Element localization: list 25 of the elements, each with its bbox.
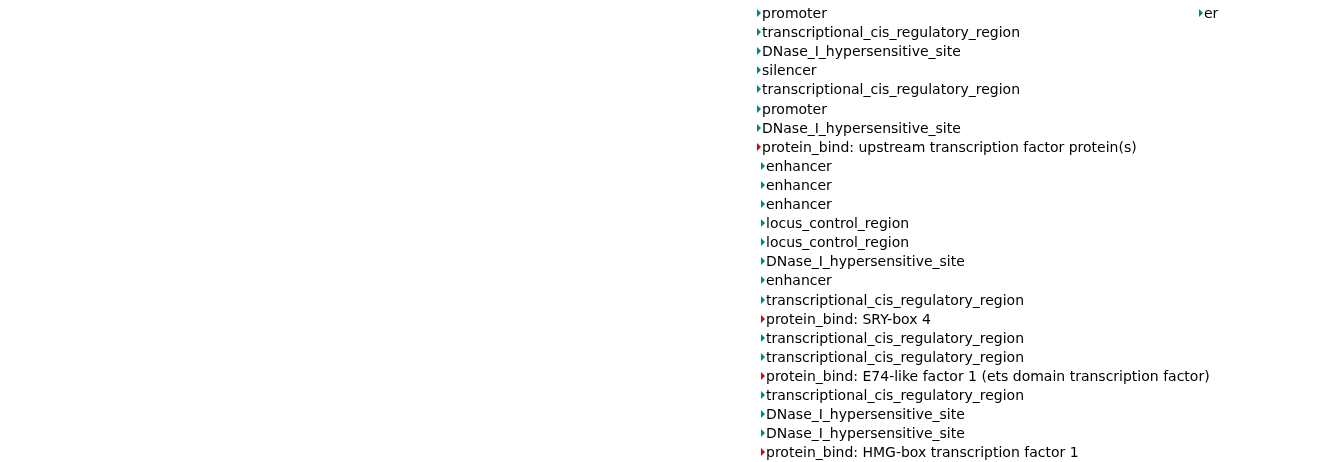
feature-label: protein_bind: E74-like factor 1 (ets domain transcription factor) [766, 367, 1210, 384]
feature-label: protein_bind: upstream transcription factor protein(s) [762, 138, 1137, 155]
feature-label: DNase_I_hypersensitive_site [766, 253, 965, 270]
feature-label: er [1204, 5, 1219, 21]
feature-label: transcriptional_cis_regulatory_region [762, 24, 1021, 41]
feature-label: promoter [762, 100, 827, 117]
feature-label: locus_control_region [766, 234, 910, 251]
feature-label: silencer [762, 62, 817, 79]
feature-label: promoter [762, 5, 827, 21]
feature-label: protein_bind: SRY-box 4 [766, 310, 931, 327]
feature-label: transcriptional_cis_regulatory_region [766, 387, 1025, 403]
feature-label: DNase_I_hypersensitive_site [762, 119, 961, 136]
feature-label: protein_bind: HMG-box transcription factor 1 [766, 444, 1079, 461]
feature-label: enhancer [766, 272, 832, 289]
feature-label: DNase_I_hypersensitive_site [766, 425, 965, 442]
feature-label: enhancer [766, 157, 832, 174]
feature-label: transcriptional_cis_regulatory_region [766, 291, 1025, 308]
feature-label: enhancer [766, 196, 832, 212]
feature-label: transcriptional_cis_regulatory_region [766, 329, 1025, 346]
feature-label: transcriptional_cis_regulatory_region [766, 348, 1025, 365]
feature-label: DNase_I_hypersensitive_site [762, 43, 961, 60]
feature-label: locus_control_region [766, 215, 910, 232]
feature-label: transcriptional_cis_regulatory_region [762, 81, 1021, 98]
feature-label: enhancer [766, 176, 832, 193]
feature-label: DNase_I_hypersensitive_site [766, 406, 965, 423]
